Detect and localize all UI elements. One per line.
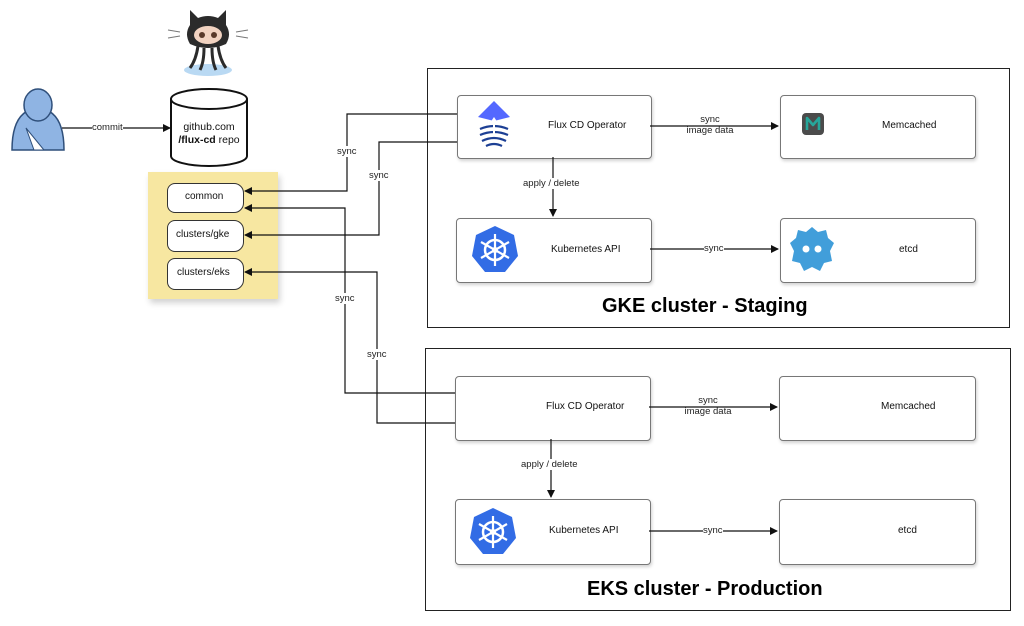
eks-memcached-node[interactable]	[779, 376, 976, 441]
gke-sync-common-label: sync	[337, 146, 357, 157]
eks-etcd-node[interactable]	[779, 499, 976, 565]
gke-apply-delete-label: apply / delete	[523, 178, 580, 189]
gke-k8s-api-label: Kubernetes API	[551, 244, 621, 255]
eks-apply-delete-label: apply / delete	[521, 459, 578, 470]
user-icon	[11, 88, 65, 151]
github-octocat-icon	[167, 10, 249, 76]
gke-flux-label: Flux CD Operator	[548, 120, 627, 131]
eks-sync-clusters-eks-label: sync	[367, 349, 387, 360]
folder-clusters-eks[interactable]	[167, 258, 244, 290]
eks-flux-operator-node[interactable]	[455, 376, 651, 441]
kubernetes-logo-icon	[470, 508, 516, 554]
database-icon	[170, 88, 248, 167]
flux-logo-icon	[478, 101, 510, 147]
eks-k8s-etcd-sync-label: sync	[703, 525, 723, 536]
gke-sync-image-data-label: sync image data	[684, 114, 736, 136]
repo-name: /flux-cd	[178, 134, 216, 146]
repo-host: github.com	[183, 121, 235, 133]
gke-sync-image-line2: image data	[686, 125, 734, 136]
gke-cluster-title: GKE cluster - Staging	[602, 295, 808, 317]
eks-sync-image-line2: image data	[684, 406, 732, 417]
gke-memcached-label: Memcached	[882, 120, 937, 131]
folder-clusters-eks-label: clusters/eks	[177, 267, 230, 278]
gke-etcd-label: etcd	[899, 244, 918, 255]
memcached-logo-icon	[802, 113, 824, 135]
eks-sync-common-label: sync	[335, 293, 355, 304]
gke-k8s-etcd-sync-label: sync	[704, 243, 724, 254]
eks-sync-clusters-eks-edge	[244, 268, 455, 424]
eks-sync-image-line1: sync	[698, 395, 718, 406]
etcd-logo-icon	[790, 227, 834, 271]
folder-clusters-gke-label: clusters/gke	[176, 229, 230, 240]
folder-clusters-gke[interactable]	[167, 220, 244, 252]
eks-flux-label: Flux CD Operator	[546, 401, 625, 412]
folder-common-label: common	[185, 191, 224, 202]
eks-cluster-title: EKS cluster - Production	[587, 578, 823, 600]
gke-sync-image-line1: sync	[700, 114, 720, 125]
eks-memcached-label: Memcached	[881, 401, 936, 412]
kubernetes-logo-icon	[472, 226, 518, 272]
gke-sync-clusters-gke-label: sync	[369, 170, 389, 181]
eks-k8s-api-label: Kubernetes API	[549, 525, 619, 536]
commit-label: commit	[92, 122, 123, 133]
gke-sync-clusters-gke-edge	[244, 141, 457, 239]
repo-label: github.com /flux-cd repo	[171, 121, 247, 147]
repo-suffix: repo	[215, 134, 240, 146]
eks-etcd-label: etcd	[898, 525, 917, 536]
eks-sync-image-data-label: sync image data	[682, 395, 734, 417]
folder-common[interactable]	[167, 183, 244, 213]
